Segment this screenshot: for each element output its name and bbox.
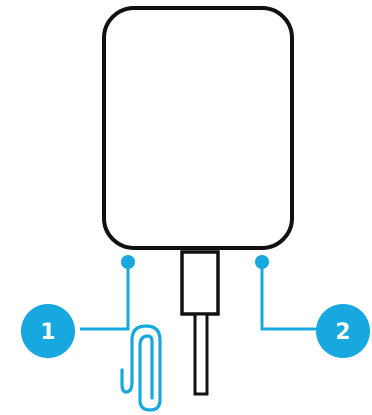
callout-1-leader — [80, 262, 130, 331]
hub-device-icon — [102, 6, 294, 250]
paperclip-inner-loop — [120, 368, 134, 394]
callout-2-number: 2 — [335, 320, 350, 345]
callout-1-circle — [21, 304, 75, 358]
usb-plug — [180, 250, 220, 316]
callout-1-anchor-dot — [121, 255, 135, 269]
callout-2-anchor-dot — [255, 255, 269, 269]
callout-2-circle — [316, 304, 370, 358]
callout-2-leader — [260, 262, 318, 331]
paperclip-icon — [130, 324, 162, 412]
callout-2: 2 — [316, 304, 370, 358]
callout-1: 1 — [21, 304, 75, 358]
usb-cable-icon — [193, 312, 209, 396]
callout-1-number: 1 — [40, 320, 55, 345]
